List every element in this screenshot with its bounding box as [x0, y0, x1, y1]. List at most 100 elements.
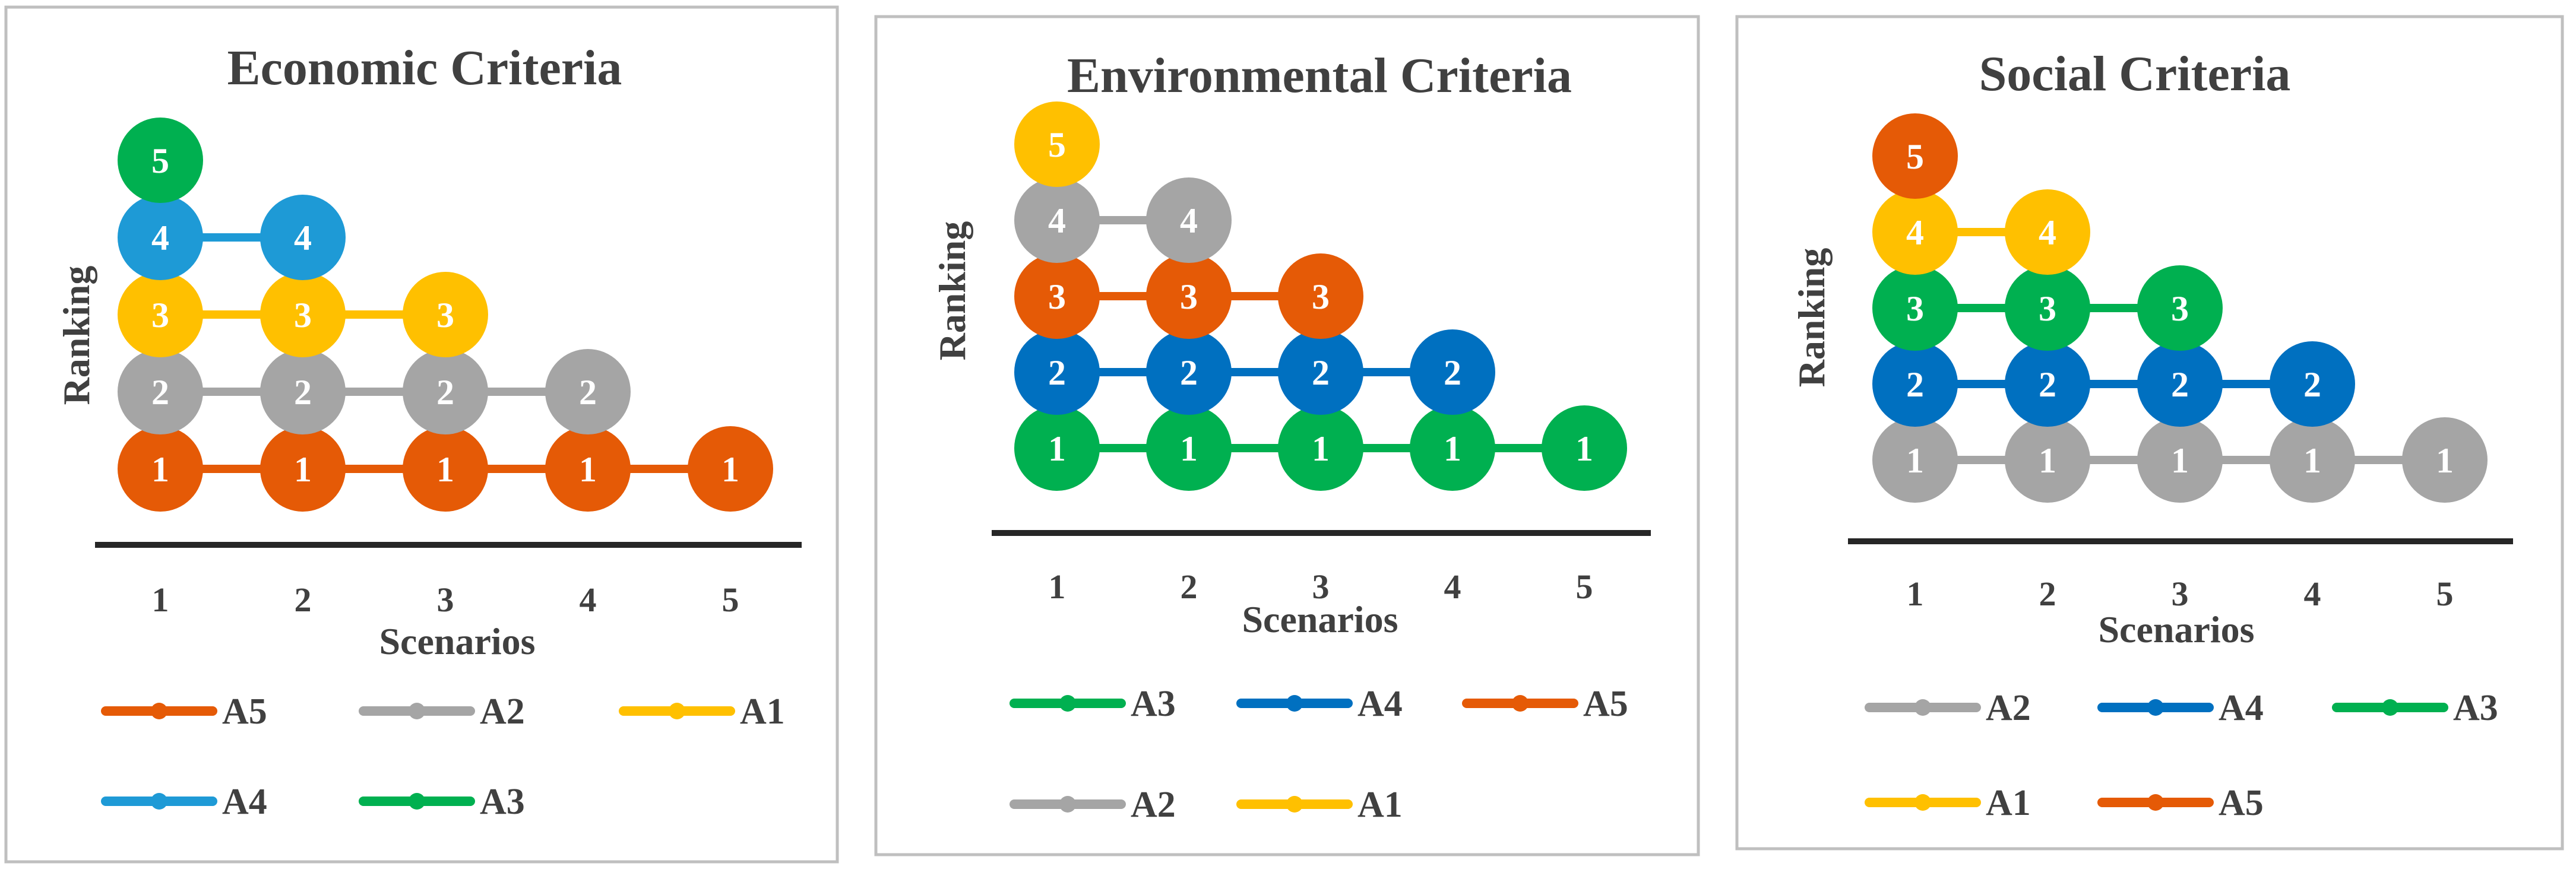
- legend-marker: [409, 793, 425, 810]
- data-label-a3: 1: [1444, 429, 1461, 468]
- chart-title: Environmental Criteria: [1067, 48, 1572, 103]
- data-label-a5: 1: [721, 450, 739, 489]
- data-marker-a4: [1014, 329, 1100, 415]
- data-label-a2: 1: [2303, 441, 2321, 480]
- data-marker-a3: [1872, 265, 1958, 351]
- data-marker-a3: [1410, 405, 1495, 491]
- data-label-a2: 2: [436, 373, 454, 412]
- data-marker-a4: [1278, 329, 1363, 415]
- data-label-a5: 1: [579, 450, 597, 489]
- legend-label: A4: [222, 782, 267, 822]
- data-label-a2: 4: [1180, 201, 1198, 240]
- x-tick-label: 1: [1907, 575, 1924, 613]
- data-label-a3: 1: [1180, 429, 1198, 468]
- legend-label: A1: [1357, 785, 1403, 825]
- x-tick-label: 4: [1444, 567, 1461, 606]
- data-marker-a5: [118, 426, 203, 512]
- x-tick-label: 3: [2172, 575, 2189, 613]
- data-marker-a4: [1146, 329, 1232, 415]
- legend-marker: [1286, 695, 1303, 712]
- data-label-a5: 3: [1180, 277, 1198, 316]
- legend-marker: [2382, 699, 2398, 716]
- data-label-a1: 4: [2039, 213, 2056, 252]
- data-label-a5: 1: [294, 450, 312, 489]
- data-label-a3: 1: [1048, 429, 1066, 468]
- data-label-a3: 3: [2171, 289, 2189, 328]
- x-tick-label: 3: [437, 580, 454, 619]
- data-label-a5: 1: [436, 450, 454, 489]
- data-label-a2: 2: [294, 373, 312, 412]
- y-axis-label: Ranking: [1790, 248, 1833, 388]
- data-label-a3: 1: [1312, 429, 1330, 468]
- data-marker-a5: [260, 426, 346, 512]
- data-marker-a3: [1146, 405, 1232, 491]
- data-marker-a2: [1146, 177, 1232, 263]
- legend-marker: [1286, 796, 1303, 813]
- legend-marker: [1914, 794, 1931, 811]
- y-axis-label: Ranking: [55, 266, 97, 405]
- x-tick-label: 3: [1312, 567, 1330, 606]
- data-label-a4: 2: [1906, 365, 1924, 404]
- legend-label: A3: [2453, 688, 2498, 728]
- data-label-a4: 2: [1048, 353, 1066, 392]
- legend-label: A5: [222, 691, 267, 732]
- data-marker-a1: [2005, 189, 2090, 275]
- x-axis-label: Scenarios: [1242, 598, 1398, 640]
- x-tick-label: 1: [152, 580, 169, 619]
- x-tick-label: 5: [722, 580, 739, 619]
- data-marker-a2: [118, 349, 203, 434]
- data-marker-a5: [1278, 253, 1363, 339]
- legend-label: A4: [2219, 688, 2264, 728]
- legend-label: A1: [1986, 783, 2031, 823]
- data-marker-a4: [2137, 341, 2223, 427]
- data-marker-a3: [2137, 265, 2223, 351]
- chart-title: Social Criteria: [1979, 46, 2291, 101]
- data-label-a4: 2: [2303, 365, 2321, 404]
- data-label-a4: 2: [1312, 353, 1330, 392]
- data-marker-a4: [118, 195, 203, 280]
- data-marker-a5: [403, 426, 488, 512]
- legend-label: A5: [1583, 684, 1628, 724]
- x-tick-label: 2: [2039, 575, 2056, 613]
- data-label-a2: 1: [2436, 441, 2454, 480]
- legend-marker: [1914, 699, 1931, 716]
- data-label-a3: 3: [1906, 289, 1924, 328]
- data-marker-a1: [403, 272, 488, 357]
- data-marker-a5: [545, 426, 631, 512]
- data-marker-a2: [260, 349, 346, 434]
- x-tick-label: 2: [295, 580, 312, 619]
- data-marker-a2: [2402, 417, 2488, 503]
- legend-marker: [151, 793, 167, 810]
- data-label-a1: 3: [151, 296, 169, 335]
- legend-marker: [1059, 695, 1076, 712]
- data-label-a2: 1: [2171, 441, 2189, 480]
- legend-label: A2: [1986, 688, 2031, 728]
- legend-marker: [669, 703, 685, 719]
- legend-label: A2: [1131, 785, 1176, 825]
- data-marker-a3: [2005, 265, 2090, 351]
- data-marker-a4: [2005, 341, 2090, 427]
- legend-marker: [2147, 699, 2164, 716]
- data-label-a1: 3: [436, 296, 454, 335]
- data-label-a5: 3: [1048, 277, 1066, 316]
- data-marker-a1: [118, 272, 203, 357]
- data-marker-a2: [2137, 417, 2223, 503]
- data-marker-a2: [545, 349, 631, 434]
- data-marker-a3: [118, 118, 203, 203]
- data-label-a1: 5: [1048, 125, 1066, 164]
- data-label-a5: 3: [1312, 277, 1330, 316]
- legend-label: A5: [2219, 783, 2264, 823]
- x-tick-label: 5: [1576, 567, 1593, 606]
- legend-label: A1: [740, 691, 785, 732]
- data-marker-a5: [688, 426, 773, 512]
- data-label-a4: 2: [1444, 353, 1461, 392]
- data-label-a4: 4: [294, 218, 312, 258]
- data-label-a1: 3: [294, 296, 312, 335]
- chart-title: Economic Criteria: [227, 40, 622, 96]
- legend-marker: [151, 703, 167, 719]
- data-marker-a5: [1014, 253, 1100, 339]
